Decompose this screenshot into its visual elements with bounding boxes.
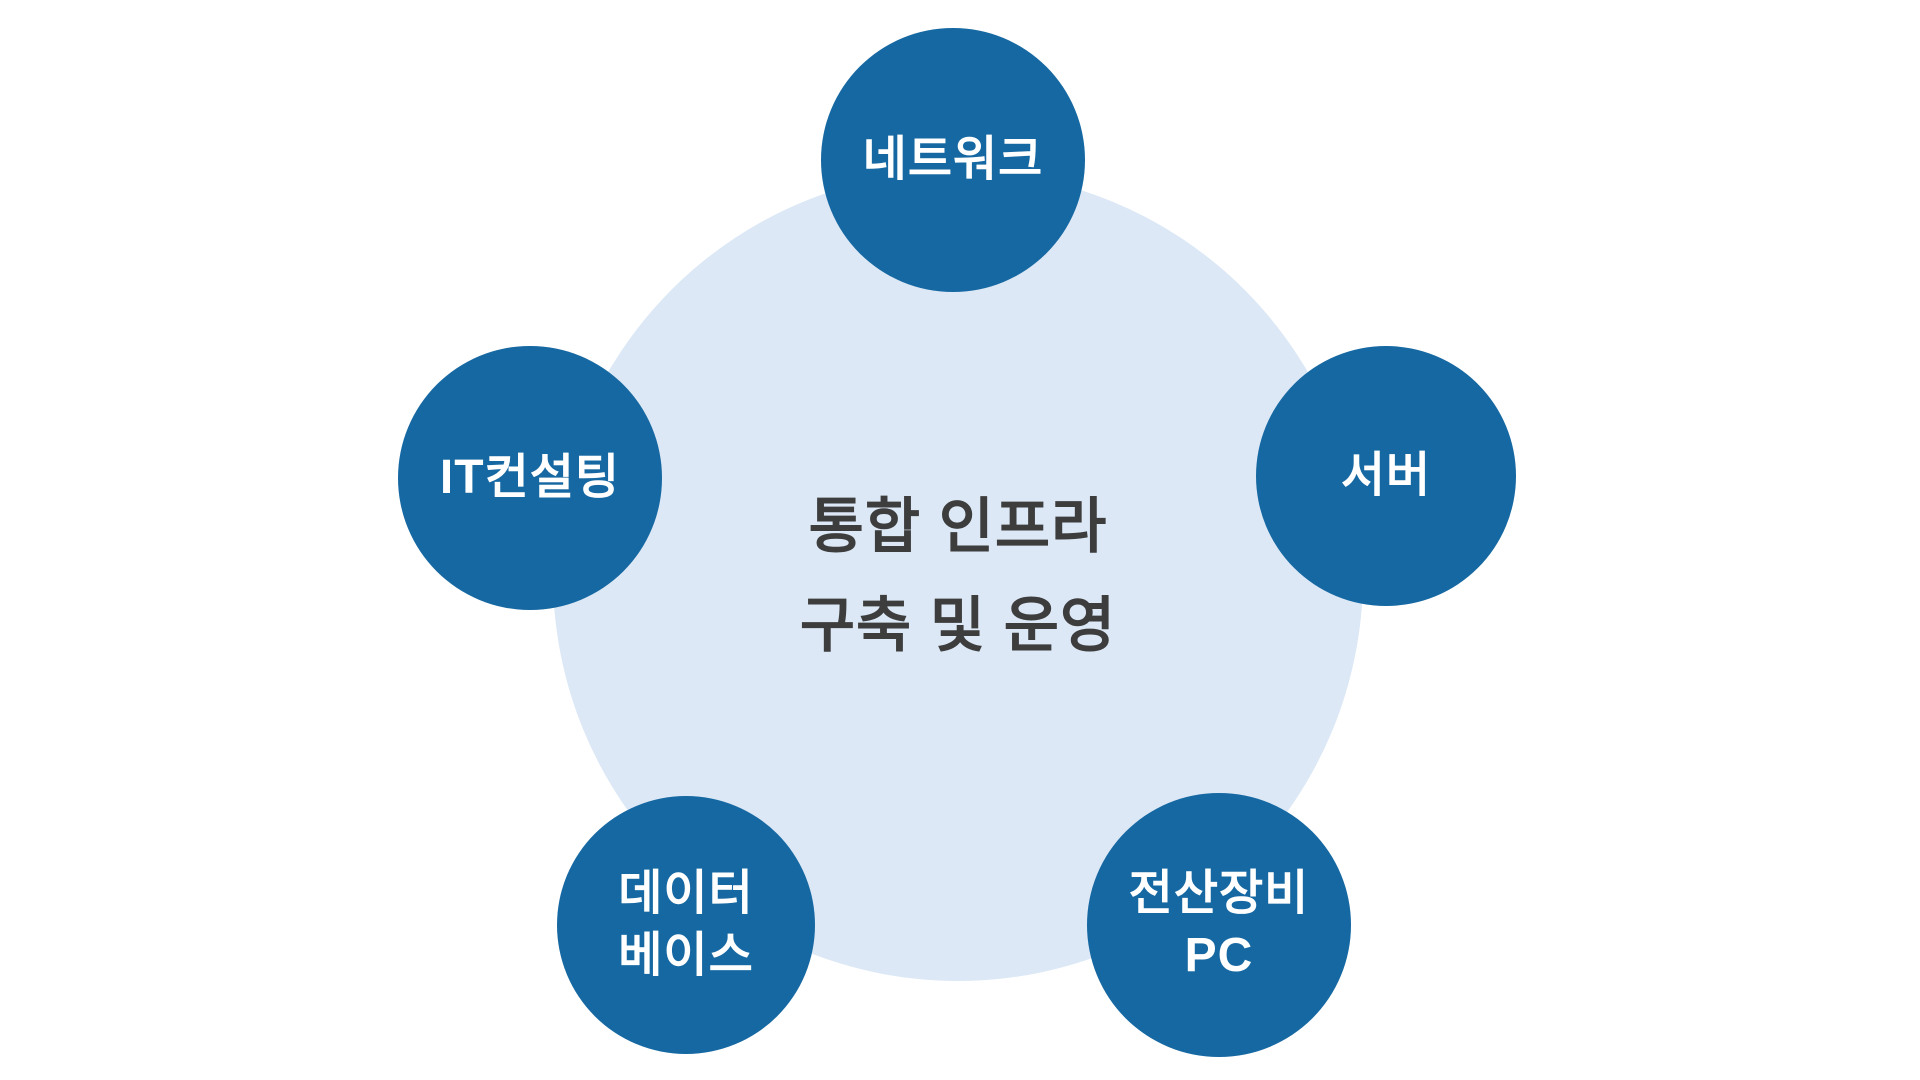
node-it-consulting-label: IT컨설팅 (439, 450, 621, 504)
node-pc-equipment-label: 전산장비 PC (1128, 866, 1310, 982)
node-network: 네트워크 (821, 28, 1085, 292)
node-database-label: 데이터 베이스 (618, 866, 754, 982)
node-pc-equipment: 전산장비 PC (1087, 793, 1351, 1057)
node-network-label: 네트워크 (862, 132, 1044, 186)
node-it-consulting: IT컨설팅 (398, 346, 662, 610)
node-server: 서버 (1256, 346, 1516, 606)
node-database: 데이터 베이스 (557, 796, 815, 1054)
node-server-label: 서버 (1340, 448, 1432, 502)
hub-label: 통합 인프라 구축 및 운영 (799, 493, 1117, 659)
